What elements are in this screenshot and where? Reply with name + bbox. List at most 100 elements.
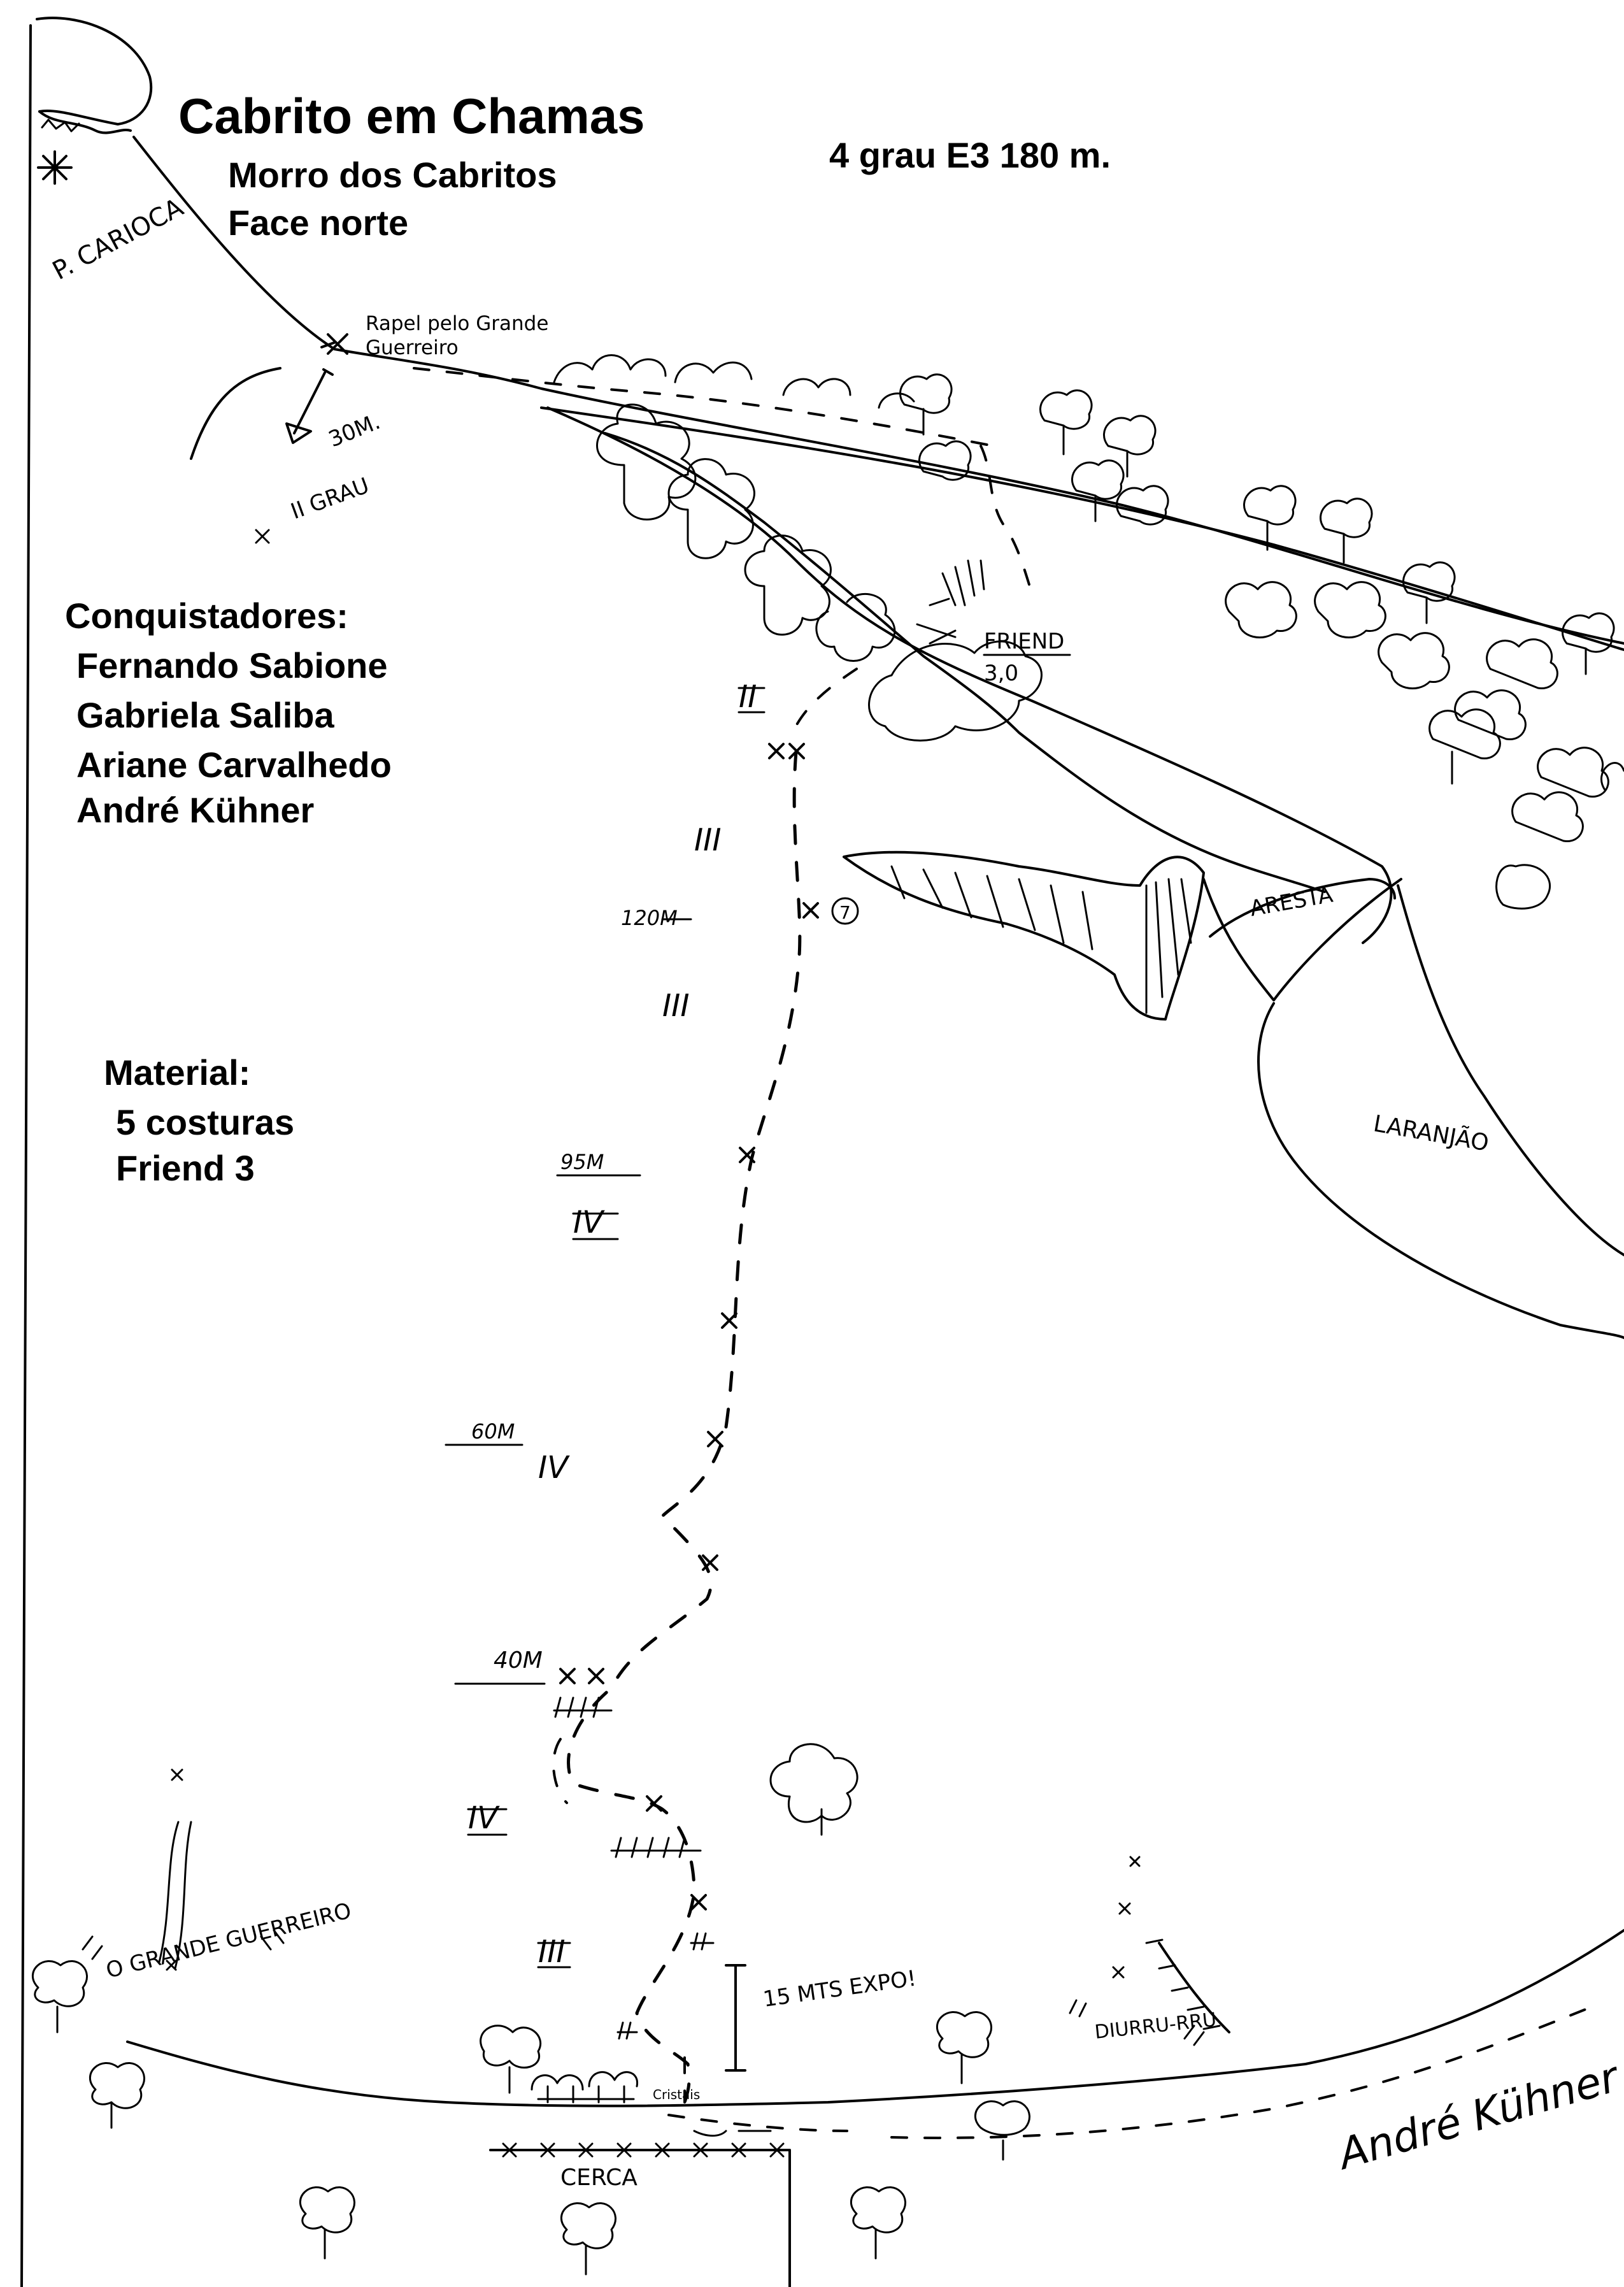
piton-mark: 7: [839, 902, 851, 923]
runout-bracket: [725, 1964, 746, 2072]
tree-icon: [89, 2062, 145, 2129]
ascensionist-name: Gabriela Saliba: [76, 695, 334, 735]
pitch-grade: III: [662, 988, 689, 1024]
tree-icon: [32, 1960, 88, 2033]
grade-underline: [467, 687, 766, 1968]
gully-bushes: [596, 403, 1043, 742]
tree-icon: [1116, 485, 1169, 526]
distance-mark: 120M: [621, 906, 678, 930]
ridge-inner-line: [540, 406, 1624, 651]
tree-icon: [769, 1743, 858, 1836]
ridge-trail: [413, 367, 995, 447]
gully-line: [1209, 878, 1396, 938]
ascensionist-name: Ariane Carvalhedo: [76, 745, 392, 785]
tree-icon: [1103, 415, 1157, 478]
cliff-base-line: [126, 1929, 1624, 2107]
gully-trail: [979, 445, 1033, 594]
laranja-label: LARANJÃO: [1371, 1110, 1490, 1157]
start-label: Cristais: [653, 2087, 700, 2102]
bolt-icon: [1118, 1902, 1131, 1915]
rappel-anchor-icon: [320, 333, 348, 355]
fence-label: CERCA: [560, 2165, 637, 2191]
bolt-icons: [559, 743, 819, 1911]
route-marker: [82, 1929, 285, 1960]
tree-icon: [1562, 612, 1615, 675]
pitch-grade: II: [739, 679, 757, 715]
piton-circle-icon: [831, 897, 859, 925]
friend-note: FRIEND: [984, 629, 1064, 654]
neighbor-route-line: [1158, 1942, 1230, 2033]
tree-icon: [299, 2186, 355, 2260]
pitch-grade: III: [538, 1934, 565, 1970]
neighbor-route-bolts: [1145, 1939, 1221, 2030]
approach-trail: [667, 2114, 848, 2132]
friend-size: 3,0: [984, 661, 1018, 686]
rappel-arrow-icon: [285, 368, 334, 444]
peak-label: P. CARIOCA: [48, 192, 189, 286]
shaded-slab: [843, 850, 1205, 1021]
tree-icon: [850, 2186, 906, 2260]
tree-icon: [1039, 389, 1093, 455]
aresta-outline: [1202, 878, 1402, 1001]
fence-icon: [489, 2130, 791, 2287]
friend-crack-icon: [916, 559, 985, 645]
route-name-left: O GRANDE GUERREIRO: [104, 1898, 354, 1983]
ascensionist-name: Fernando Sabione: [76, 645, 388, 685]
gully-line: [604, 432, 1326, 893]
topo-title: Cabrito em Chamas: [178, 88, 645, 144]
distance-mark: 40M: [494, 1647, 543, 1674]
gully-line: [546, 406, 1393, 944]
neighbor-route-line: [158, 1821, 192, 1970]
tree-icon: [1402, 561, 1456, 624]
bolt-icon: [1112, 1966, 1125, 1979]
gear-item: Friend 3: [116, 1148, 255, 1188]
descent-grade: II GRAU: [287, 473, 373, 524]
forest-bushes: [1225, 581, 1624, 910]
laranja-outline: [1257, 1002, 1624, 1339]
pitch-grade: IV: [573, 1205, 605, 1240]
first-ascensionists-heading: Conquistadores:: [65, 596, 348, 636]
tree-icon: [560, 2202, 616, 2276]
rappel-note: Guerreiro: [366, 336, 459, 359]
pitch-grade: IV: [538, 1450, 570, 1486]
belay-ledge-icons: [553, 1696, 715, 2040]
distance-mark: 95M: [560, 1150, 604, 1174]
ridge-bushes: [553, 354, 915, 409]
mountain-name: Morro dos Cabritos: [228, 155, 557, 195]
pitch-grade: III: [694, 822, 721, 858]
tree-icon: [918, 440, 972, 481]
tree-icon: [1243, 485, 1297, 551]
route-marker: [1069, 1999, 1205, 2046]
bolt-icon: [1129, 1856, 1141, 1867]
pitch-grade: IV: [468, 1800, 500, 1836]
aresta-label: ARESTA: [1248, 882, 1335, 922]
rappel-length: 30M.: [325, 409, 383, 452]
runout-note: 15 MTS EXPO!: [762, 1966, 918, 2012]
tree-icon: [974, 2100, 1030, 2161]
peak-cap: [36, 17, 153, 134]
ridge-line: [132, 136, 1624, 645]
distance-mark: 60M: [471, 1419, 515, 1444]
laranja-outline: [1397, 884, 1624, 1256]
bolt-icon: [166, 1960, 177, 1971]
left-border-line: [20, 24, 32, 2287]
route-line: [567, 750, 802, 2104]
descent-bolt-icon: [255, 529, 270, 544]
gear-item: 5 costuras: [116, 1102, 295, 1142]
route-grade: 4 grau E3 180 m.: [829, 135, 1111, 175]
tree-icon: [899, 373, 953, 436]
face-name: Face norte: [228, 203, 409, 243]
summit-star-icon: [37, 150, 73, 185]
start-bushes: [480, 2025, 638, 2104]
gear-list-heading: Material:: [104, 1052, 251, 1093]
ascensionist-name: André Kühner: [76, 790, 315, 830]
tree-icon: [1071, 459, 1125, 522]
left-shoulder: [190, 367, 281, 460]
tree-icon: [936, 2011, 992, 2084]
rappel-note: Rapel pelo Grande: [366, 312, 548, 335]
tree-icon: [1320, 498, 1373, 564]
route-approach: [788, 668, 858, 740]
bolt-icon: [171, 1768, 183, 1781]
author-signature: André Kühner: [1330, 2052, 1624, 2180]
